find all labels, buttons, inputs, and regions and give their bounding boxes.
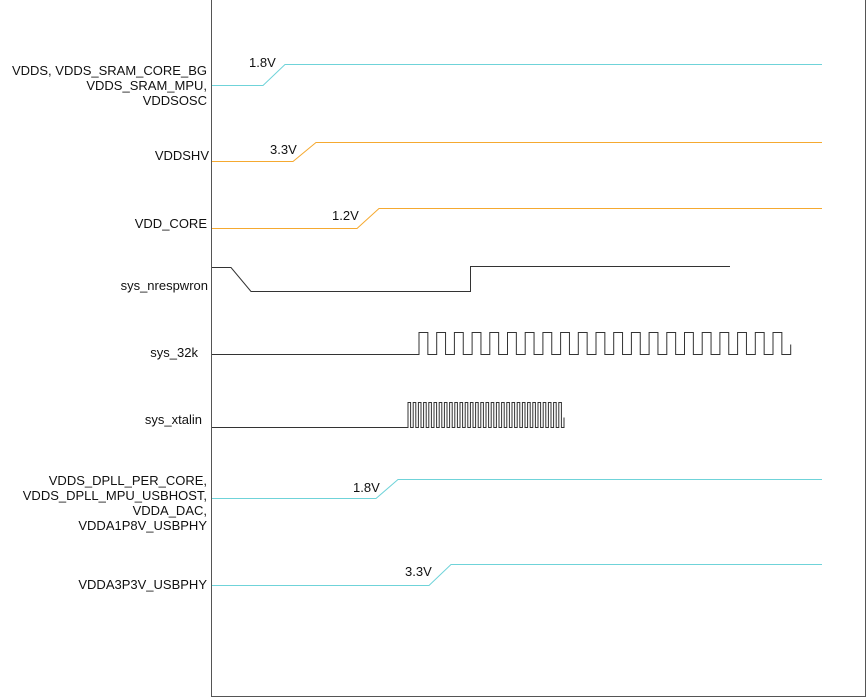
label-sys-nrespwron: sys_nrespwron — [120, 278, 208, 293]
waveform-vdd-core — [212, 208, 822, 229]
label-line: VDDS_SRAM_MPU, — [86, 78, 207, 93]
label-line: VDDS, VDDS_SRAM_CORE_BG — [11, 63, 207, 78]
label-vdda3p3v: VDDA3P3V_USBPHY — [78, 577, 207, 592]
label-line: VDDA_DAC, — [132, 503, 207, 518]
label-vdds: VDDS, VDDS_SRAM_CORE_BG VDDS_SRAM_MPU, V… — [12, 63, 207, 108]
label-line: VDDSOSC — [142, 93, 207, 108]
voltage-vdds: 1.8V — [249, 55, 276, 70]
voltage-vdda3p3v: 3.3V — [405, 564, 432, 579]
label-line: VDDS_DPLL_PER_CORE, — [48, 473, 207, 488]
label-line: VDDA1P8V_USBPHY — [78, 518, 207, 533]
label-sys-32k: sys_32k — [150, 345, 198, 360]
waveform-sys-nrespwron — [212, 266, 730, 292]
waveform-vdds-dpll — [212, 479, 822, 499]
label-sys-xtalin: sys_xtalin — [144, 412, 202, 427]
waveform-vdda3p3v — [212, 564, 822, 586]
waveform-vdds — [212, 64, 822, 86]
waveform-sys-32k — [212, 332, 792, 355]
label-line: VDDS_DPLL_MPU_USBHOST, — [22, 488, 207, 503]
waveform-vddshv — [212, 142, 822, 162]
label-vddshv: VDDSHV — [154, 148, 209, 163]
label-vdds-dpll: VDDS_DPLL_PER_CORE, VDDS_DPLL_MPU_USBHOS… — [23, 473, 207, 533]
diagram-frame — [211, 0, 866, 697]
voltage-vdds-dpll: 1.8V — [353, 480, 380, 495]
waveform-sys-xtalin — [212, 402, 565, 428]
voltage-vddshv: 3.3V — [270, 142, 297, 157]
label-vdd-core: VDD_CORE — [134, 216, 207, 231]
voltage-vdd-core: 1.2V — [332, 208, 359, 223]
